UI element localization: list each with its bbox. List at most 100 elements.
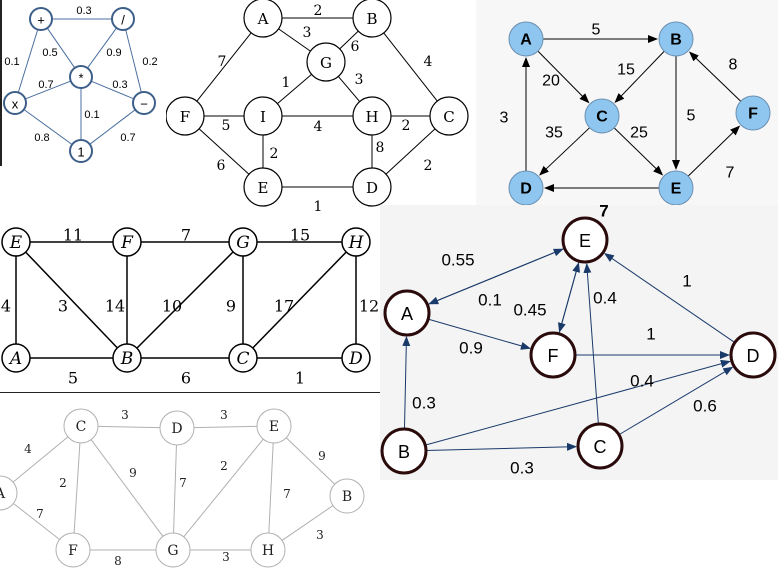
node-label-C: C [236, 349, 249, 369]
node-label-E: E [269, 419, 279, 435]
edge-weight-A-B: 2 [314, 3, 323, 19]
edge-weight-E-H: 7 [283, 487, 291, 501]
edge-H-B [281, 505, 334, 541]
edge-C-D [385, 128, 436, 175]
edge-C-G [90, 439, 164, 537]
node-E [243, 167, 283, 207]
node-label-D: D [366, 179, 378, 197]
node-H [352, 96, 392, 136]
node-label-C: C [76, 419, 87, 435]
edge-weight-F-E: 6 [217, 158, 226, 174]
node-label-F: F [548, 346, 559, 366]
node-label-C: C [596, 109, 608, 126]
node-label-B: B [120, 349, 134, 369]
edge-A-F [428, 318, 531, 350]
edge-A-G [278, 28, 311, 52]
edge-weight-B-G: 6 [351, 39, 360, 55]
edge-C-E [613, 127, 664, 176]
edge-weight-B-D: 0.4 [630, 372, 654, 391]
edge-weight-G-H: 3 [355, 72, 364, 88]
node-label-E: E [579, 231, 591, 251]
node-D [352, 167, 392, 207]
node-G [228, 227, 258, 257]
edge-weight-G-B: 10 [162, 297, 182, 316]
edge-weight-div-minus: 0.2 [142, 56, 157, 68]
edge-weight-H-D: 8 [376, 140, 385, 156]
node-label-x: x [12, 97, 19, 112]
node-label-B: B [670, 32, 682, 49]
edge-weight-minus-one: 0.7 [120, 132, 135, 144]
edge-B-A [402, 335, 411, 430]
edge-weight-A-F: 7 [218, 54, 227, 70]
edge-weight-A-C: 20 [542, 73, 560, 90]
node-C [576, 422, 624, 470]
node-H [250, 532, 286, 568]
edge-weight-plus-mul: 0.5 [42, 47, 57, 59]
edge-weight-I-E: 2 [270, 146, 279, 162]
node-label-D: D [520, 181, 532, 198]
edge-C-D [618, 366, 734, 436]
edge-F-E [198, 128, 250, 175]
edge-weight-G-C: 9 [226, 297, 236, 316]
node-C [63, 408, 99, 444]
edge-weight-C-G: 9 [129, 466, 137, 480]
edge-plus-x [17, 29, 39, 93]
node-label-D: D [171, 421, 182, 437]
edge-minus-one [89, 109, 136, 145]
node-E [1, 227, 31, 257]
edge-weight-F-D: 1 [646, 325, 655, 344]
node-G [155, 532, 191, 568]
node-B [329, 478, 365, 514]
node-div [111, 7, 135, 31]
edge-weight-B-C: 4 [424, 54, 433, 70]
edge-A-C [12, 436, 69, 483]
node-C [228, 343, 258, 373]
node-label-G: G [236, 233, 250, 253]
node-C [584, 98, 620, 134]
edge-weight-F-I: 5 [222, 118, 231, 134]
edge-x-one [23, 109, 73, 145]
edge-G-H [337, 76, 361, 102]
node-B [352, 0, 392, 38]
node-minus [132, 91, 156, 115]
edge-weight-C-D: 3 [121, 408, 129, 422]
edge-weight-A-F: 7 [36, 507, 44, 521]
edge-weight-mul-minus: 0.3 [112, 79, 127, 91]
edge-weight-D-A: 3 [500, 110, 509, 127]
edge-weight-A-C: 4 [24, 442, 32, 456]
edge-weight-F-B: 8 [729, 57, 738, 74]
edge-weight-I-H: 4 [314, 119, 323, 135]
node-label-E: E [9, 233, 23, 253]
edge-B-C [425, 442, 578, 451]
edge-A-F [13, 503, 60, 540]
top-label: 7 [599, 205, 608, 221]
edge-weight-div-mul: 0.9 [106, 47, 121, 59]
edge-weight-plus-div: 0.3 [76, 5, 91, 17]
edge-A-E [427, 248, 564, 306]
edge-weight-E-D: 1 [314, 199, 323, 215]
edge-weight-A-B: 5 [68, 369, 78, 388]
edge-weight-B-A: 0.3 [412, 394, 436, 413]
edge-weight-H-D: 12 [359, 297, 379, 316]
edge-weight-H-C: 17 [274, 297, 294, 316]
node-H [341, 227, 371, 257]
edge-C-D [97, 425, 161, 429]
node-E [256, 408, 292, 444]
node-label-G: G [320, 54, 332, 72]
edge-div-minus [125, 29, 142, 93]
edge-F-E [558, 262, 581, 334]
node-label-H: H [262, 543, 274, 559]
node-label-A: A [8, 349, 22, 369]
node-D [341, 343, 371, 373]
edge-B-G [339, 30, 359, 50]
edge-weight-F-G: 8 [114, 554, 122, 568]
node-label-H: H [365, 108, 378, 126]
node-F [112, 227, 142, 257]
